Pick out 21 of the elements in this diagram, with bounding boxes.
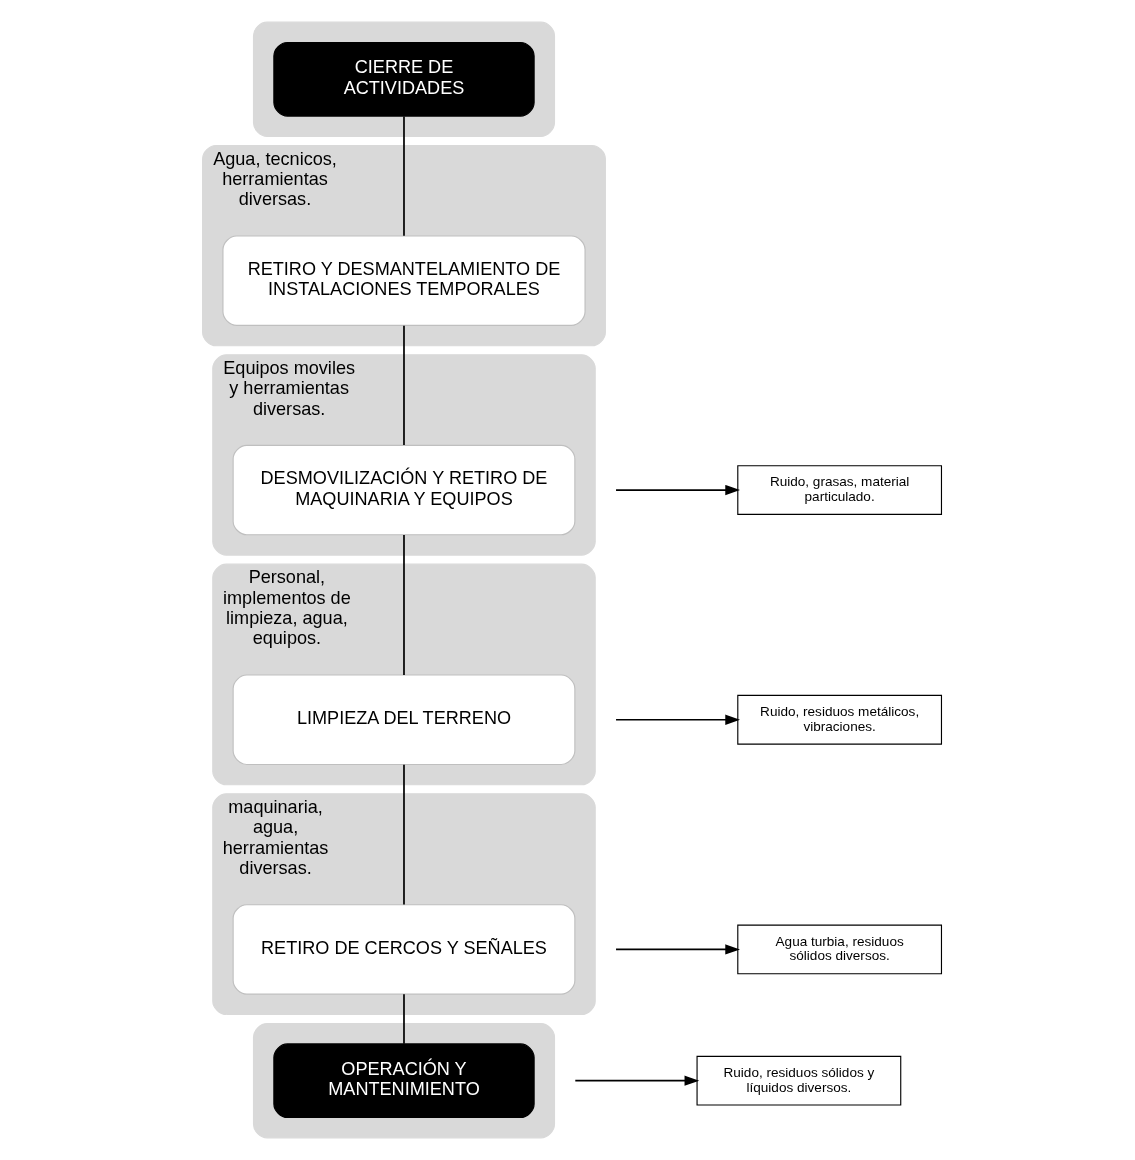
node-box: DESMOVILIZACIÓN Y RETIRO DE MAQUINARIA Y EQUIPOS xyxy=(232,444,576,536)
node-box: LIMPIEZA DEL TERRENO xyxy=(232,674,576,765)
node-box: Ruido, grasas, material particulado. xyxy=(737,465,943,515)
node-box: Agua turbia, residuos sólidos diversos. xyxy=(737,924,943,975)
connector xyxy=(403,324,405,446)
node-box: OPERACIÓN Y MANTENIMIENTO xyxy=(273,1043,535,1119)
connector xyxy=(403,534,405,676)
node-box: RETIRO DE CERCOS Y SEÑALES xyxy=(232,904,576,995)
node-box: RETIRO Y DESMANTELAMIENTO DE INSTALACIONES TEMPORALES xyxy=(222,235,586,326)
connector xyxy=(403,763,405,906)
cluster xyxy=(252,1023,556,1139)
node-box: Ruido, residuos metálicos, vibraciones. xyxy=(737,694,943,745)
node-box: CIERRE DE ACTIVIDADES xyxy=(273,41,535,117)
arrow xyxy=(615,944,740,955)
arrow xyxy=(615,714,740,725)
connector xyxy=(403,115,405,237)
node-box: Ruido, residuos sólidos y líquidos diversos. xyxy=(696,1055,902,1106)
arrow xyxy=(615,484,740,496)
arrow xyxy=(574,1075,700,1086)
cluster xyxy=(252,21,556,137)
connector xyxy=(403,993,405,1045)
